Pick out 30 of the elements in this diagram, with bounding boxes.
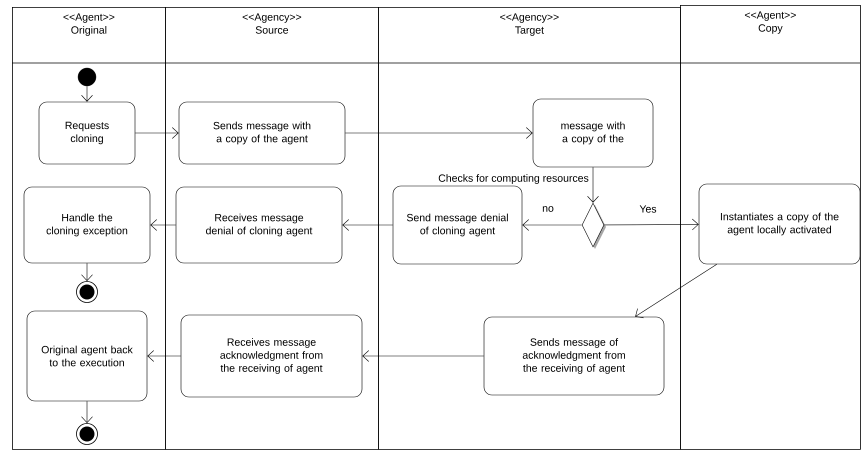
arrow <box>604 218 699 230</box>
decision-diamond <box>582 202 606 249</box>
action-box: Original agent back to the execution <box>26 310 148 402</box>
arrow <box>81 401 93 424</box>
arrow <box>81 86 93 102</box>
condition-label: Checks for computing resources <box>438 174 588 184</box>
action-box: message with a copy of the <box>532 98 654 168</box>
action-box: Receives message acknowledgment from the receiving of agent <box>180 314 362 398</box>
arrow <box>522 219 582 231</box>
edge-label: no <box>541 205 555 213</box>
action-box: Requests cloning <box>38 102 136 164</box>
arrow <box>362 350 484 362</box>
end-node <box>76 281 98 303</box>
edge-label: Yes <box>638 204 658 214</box>
action-box: Instantiates a copy of the agent locally activated <box>698 184 860 264</box>
end-node <box>76 423 98 445</box>
arrow <box>147 350 181 362</box>
arrow <box>345 127 533 139</box>
action-box: Handle the cloning exception <box>24 186 150 264</box>
arrow <box>587 167 599 203</box>
arrow <box>150 219 176 231</box>
start-node <box>78 68 96 86</box>
arrow <box>342 219 393 231</box>
action-box: Send message denial of cloning agent <box>392 186 522 264</box>
action-box: Sends message of acknowledgment from the receiving of agent <box>484 316 664 396</box>
action-box: Sends message with a copy of the agent <box>178 102 346 164</box>
arrow <box>135 127 179 139</box>
arrow <box>81 263 93 282</box>
action-box: Receives message denial of cloning agent <box>176 186 342 264</box>
arrow <box>635 264 718 318</box>
